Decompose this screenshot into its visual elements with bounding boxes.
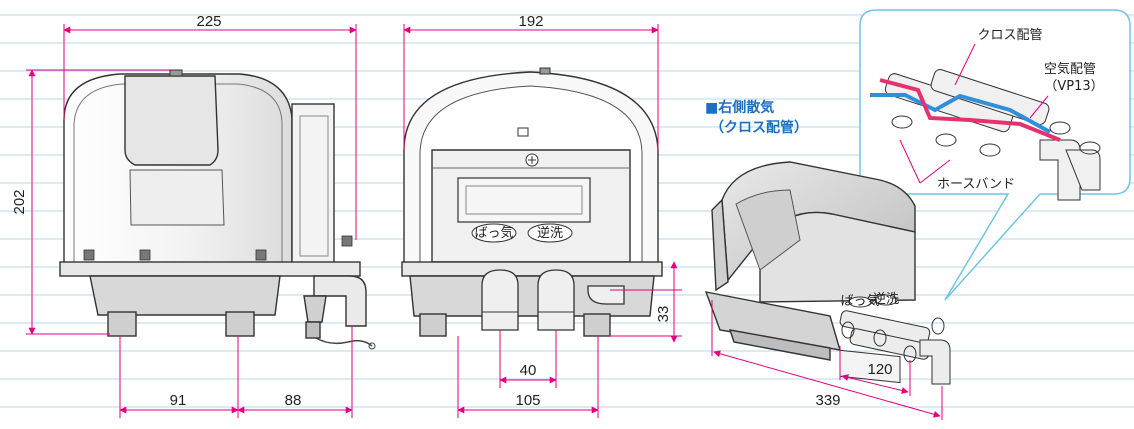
dim-side-width: 192 — [518, 13, 543, 30]
dim-front-height: 202 — [11, 189, 28, 214]
isometric-view: ばっ気 逆洗 — [704, 161, 951, 385]
aeration-label: ばっ気 — [474, 225, 513, 241]
backwash-label: 逆洗 — [537, 225, 563, 241]
front-dimensions — [26, 24, 357, 418]
dim-front-width: 225 — [196, 13, 221, 30]
zoom-callout — [859, 9, 1131, 301]
dim-front-foot-right: 88 — [285, 392, 302, 409]
callout-cross-pipe: クロス配管 — [977, 28, 1042, 43]
callout-air-pipe: 空気配管 — [1044, 61, 1096, 77]
dim-side-outlet-gap: 40 — [520, 362, 537, 379]
side-dimensions — [403, 24, 682, 418]
heading-line-2: （クロス配管） — [710, 119, 808, 136]
iso-aeration-label: ばっ気 — [840, 293, 879, 309]
dim-side-foot-span: 105 — [515, 392, 540, 409]
callout-air-pipe-size: （VP13） — [1044, 79, 1103, 94]
iso-backwash-label: 逆洗 — [873, 291, 899, 307]
side-view: ばっ気 逆洗 — [401, 67, 663, 337]
dim-front-foot-left: 91 — [170, 392, 187, 409]
dim-iso-pipe-offset: 120 — [867, 361, 892, 378]
iso-dimensions — [711, 300, 943, 420]
front-view — [59, 69, 376, 350]
dim-iso-total-length: 339 — [815, 392, 840, 409]
heading-line-1: ■右側散気 — [705, 99, 774, 116]
dim-side-pipe-height: 33 — [655, 306, 672, 323]
callout-hose-band: ホースバンド — [937, 177, 1015, 192]
